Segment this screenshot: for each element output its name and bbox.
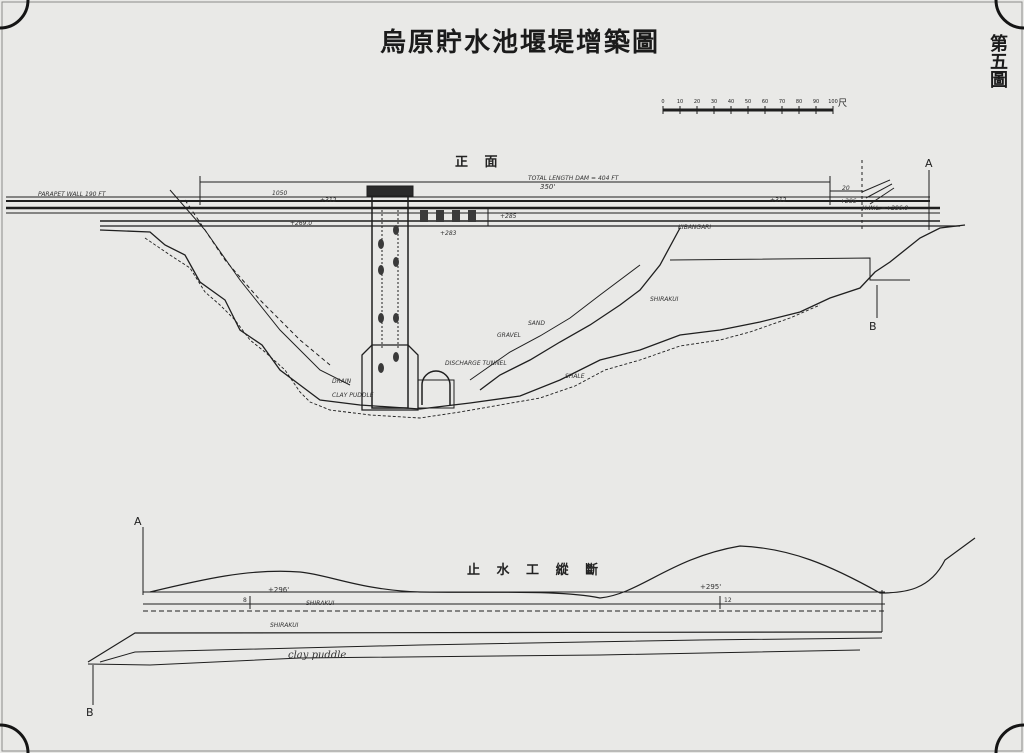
label-hw-level: H.W.L.=+286.0	[862, 205, 909, 212]
frame-corner-top-left	[0, 0, 30, 30]
scale-bar: 0 10 20 30 40 50 60 70 80 90 100 尺	[661, 98, 847, 114]
scale-tick-label: 80	[796, 99, 802, 105]
cutoff-level-right: +295'	[700, 583, 722, 591]
label-shirakui: SHIRAKUI	[650, 296, 679, 303]
cutoff-section-label: 止 水 工 縱 斷	[467, 563, 605, 578]
label-tunnel: DISCHARGE TUNNEL	[445, 360, 507, 367]
section-mark-b-top: B	[869, 320, 877, 333]
tower-base	[361, 344, 419, 411]
cutoff-shirakui-lower: SHIRAKUI	[270, 622, 299, 629]
label-waste-rock: KIBANGARI	[678, 224, 712, 231]
section-mark-a-bottom: A	[134, 515, 142, 528]
tower-cap	[366, 185, 414, 197]
label-level-269: +269.0	[290, 220, 313, 227]
frame-corner-bottom-right	[994, 723, 1024, 753]
frame-corner-top-right	[994, 0, 1024, 30]
right-slope	[479, 227, 681, 391]
label-level-285: +285	[500, 213, 517, 220]
figure-number: 第五圖	[987, 34, 1008, 88]
label-level-283: +283	[440, 230, 457, 237]
right-slope-2	[469, 264, 641, 381]
section-mark-a-top: A	[925, 157, 933, 170]
label-total-length: TOTAL LENGTH DAM = 404 FT	[528, 175, 619, 182]
puddle-outline	[99, 637, 883, 663]
label-dim-1050: 1050	[272, 190, 288, 197]
label-shale: SHALE	[565, 373, 585, 380]
label-parapet-wall: PARAPET WALL 190 FT	[38, 191, 106, 198]
front-view-label: 正 面	[455, 155, 504, 170]
puddle-upper	[87, 631, 883, 663]
label-gravel: GRAVEL	[497, 332, 521, 339]
scale-tick-label: 10	[677, 99, 683, 105]
scale-tick-label: 60	[762, 99, 768, 105]
scale-tick-label: 20	[694, 99, 700, 105]
frame-corner-bottom-left	[0, 723, 30, 753]
foundation-outline	[99, 224, 966, 410]
tunnel-arch	[421, 370, 451, 405]
cutoff-clay-puddle: clay puddle	[288, 650, 347, 661]
scale-tick-label: 70	[779, 99, 785, 105]
label-dim-20: 20	[842, 185, 850, 192]
cutoff-dim-right: 12	[724, 597, 732, 604]
drawing-title: 烏原貯水池堰堤增築圖	[379, 28, 660, 58]
puddle-lower	[87, 649, 861, 666]
rock-hatch-right	[861, 179, 895, 205]
foundation-line-right	[669, 257, 910, 281]
label-level-286: +286	[840, 198, 857, 205]
label-crest-right: +312	[770, 197, 787, 204]
label-crest-left: +312	[320, 197, 337, 204]
scale-tick-label: 50	[745, 99, 751, 105]
ground-profile	[149, 537, 976, 599]
label-dim-350: 350'	[540, 183, 556, 191]
scale-tick-label: 0	[661, 99, 664, 105]
label-clay-puddle: CLAY PUDDLE	[332, 392, 374, 399]
scale-tick-label: 30	[711, 99, 717, 105]
foundation-outline-outer	[144, 237, 821, 419]
cutoff-dim-left: 8	[243, 597, 247, 604]
scale-tick-label: 90	[813, 99, 819, 105]
scale-unit: 尺	[838, 98, 847, 109]
scale-tick-label: 100	[828, 99, 838, 105]
excavation-line	[169, 189, 351, 386]
arch-gallery	[407, 207, 489, 227]
cutoff-level-left: +296'	[268, 586, 290, 594]
label-sand: SAND	[528, 320, 546, 327]
label-drain: DRAIN	[332, 378, 352, 385]
scale-tick-label: 40	[728, 99, 734, 105]
cutoff-shirakui-upper: SHIRAKUI	[306, 600, 335, 607]
section-mark-b-bottom: B	[86, 706, 94, 719]
